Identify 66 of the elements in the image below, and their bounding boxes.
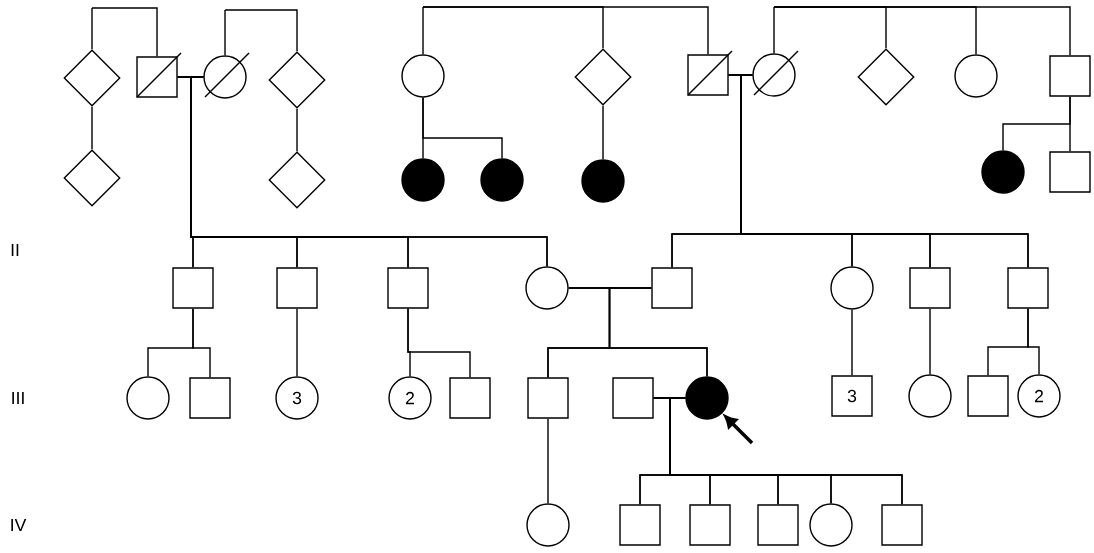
affected-female-circle bbox=[401, 158, 445, 202]
sibship-line bbox=[91, 7, 158, 57]
generation-label: II bbox=[11, 243, 19, 257]
female-circle bbox=[954, 54, 998, 98]
affected-female-circle bbox=[480, 158, 524, 202]
male-square bbox=[1049, 151, 1091, 193]
descent-line bbox=[929, 308, 931, 375]
female-circle bbox=[526, 503, 570, 547]
deceased-female-circle bbox=[203, 52, 250, 99]
sibship-line bbox=[224, 9, 226, 56]
male-square bbox=[689, 504, 731, 546]
descent-line bbox=[296, 108, 298, 152]
sex-unknown-diamond bbox=[574, 48, 632, 106]
sibship-line bbox=[773, 6, 1071, 56]
sex-unknown-diamond bbox=[63, 149, 121, 207]
descent-line bbox=[91, 106, 93, 150]
male-square bbox=[1049, 55, 1091, 97]
male-square bbox=[387, 267, 429, 309]
sibship-line bbox=[422, 6, 424, 55]
male-square bbox=[909, 267, 951, 309]
female-circle bbox=[126, 376, 170, 420]
descent-line bbox=[296, 308, 298, 377]
male-square bbox=[757, 504, 799, 546]
sex-unknown-diamond bbox=[268, 51, 326, 109]
male-square bbox=[1007, 267, 1049, 309]
generation-label: IV bbox=[11, 518, 27, 532]
male-square bbox=[967, 375, 1009, 417]
descent-line bbox=[422, 97, 503, 159]
male-square: 3 bbox=[831, 375, 873, 417]
deceased-female-circle bbox=[752, 50, 799, 97]
male-square bbox=[619, 504, 661, 546]
descent-line bbox=[407, 308, 471, 378]
male-square bbox=[651, 267, 693, 309]
sibship-line bbox=[91, 7, 93, 50]
descent-line bbox=[1069, 96, 1071, 152]
descent-line bbox=[1027, 308, 1040, 375]
female-circle bbox=[401, 54, 445, 98]
affected-female-circle bbox=[581, 159, 625, 203]
male-square bbox=[527, 377, 569, 419]
male-square bbox=[881, 504, 923, 546]
deceased-male-square bbox=[687, 50, 733, 96]
male-square bbox=[172, 267, 214, 309]
sibship-line bbox=[422, 6, 709, 55]
female-circle bbox=[908, 374, 952, 418]
proband-arrow bbox=[724, 415, 754, 445]
sex-unknown-diamond bbox=[857, 48, 915, 106]
sex-unknown-diamond bbox=[268, 151, 326, 209]
descent-line bbox=[547, 418, 549, 504]
sex-unknown-diamond bbox=[63, 49, 121, 107]
generation-label: III bbox=[12, 391, 24, 405]
descent-line bbox=[602, 105, 604, 160]
affected-female-circle bbox=[685, 376, 729, 420]
female-circle bbox=[809, 503, 853, 547]
deceased-male-square bbox=[136, 52, 182, 98]
male-square bbox=[189, 377, 231, 419]
male-square bbox=[276, 267, 318, 309]
male-square bbox=[612, 377, 654, 419]
female-circle bbox=[525, 266, 569, 310]
sibship-line bbox=[224, 9, 298, 52]
female-circle bbox=[830, 266, 874, 310]
affected-female-circle bbox=[981, 150, 1025, 194]
descent-line bbox=[851, 309, 853, 376]
descent-line bbox=[608, 287, 708, 377]
male-square bbox=[449, 377, 491, 419]
descent-line bbox=[192, 308, 211, 378]
sibship-line bbox=[773, 6, 775, 54]
